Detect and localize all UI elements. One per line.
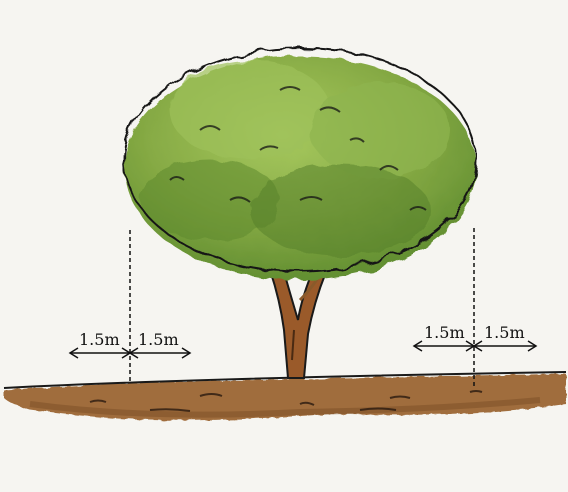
dimension-label-left-outer: 1.5m — [79, 330, 120, 349]
tree-canopy — [124, 48, 476, 280]
dimension-label-left-inner: 1.5m — [138, 330, 179, 349]
dimension-label-right-inner: 1.5m — [424, 323, 465, 342]
ground — [4, 372, 566, 420]
dimension-label-right-outer: 1.5m — [484, 323, 525, 342]
